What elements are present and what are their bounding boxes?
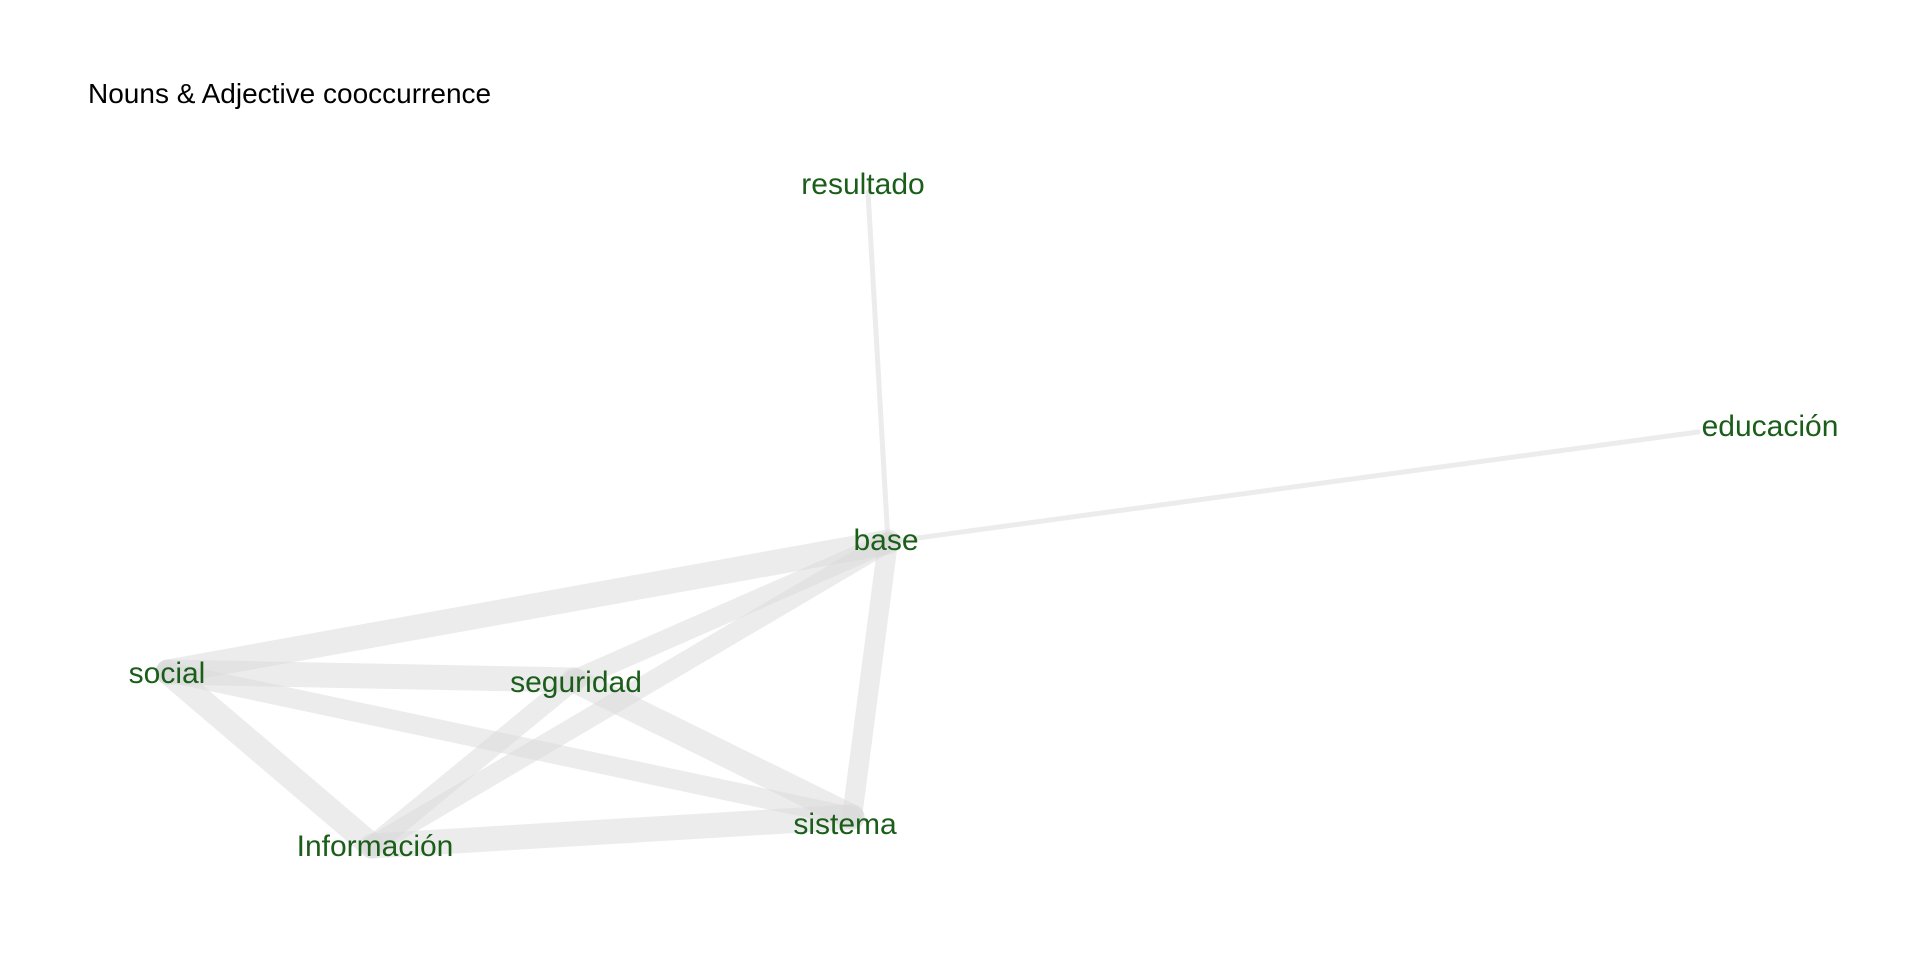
node-label-sistema: sistema (793, 808, 897, 841)
chart-title: Nouns & Adjective cooccurrence (88, 78, 491, 109)
edge-seguridad-sistema (561, 667, 865, 830)
node-label-layer: resultado educación base social seguridad sis… (129, 168, 1839, 863)
node-label-seguridad: seguridad (510, 666, 642, 699)
node-label-base: base (853, 524, 918, 557)
edge-base-sistema (842, 532, 898, 827)
node-label-educacion: educación (1702, 410, 1839, 443)
edge-base-social (155, 529, 901, 685)
edge-informacion-sistema (359, 804, 865, 859)
edge-social-informacion (155, 659, 385, 859)
node-label-informacion: Información (297, 830, 454, 863)
edge-base-educacion (885, 429, 1701, 545)
node-label-social: social (129, 657, 206, 690)
edge-layer (155, 189, 1701, 859)
edge-seguridad-informacion (362, 670, 584, 856)
edge-base-resultado (865, 189, 891, 545)
edge-social-seguridad (155, 659, 587, 693)
node-label-resultado: resultado (801, 168, 924, 201)
